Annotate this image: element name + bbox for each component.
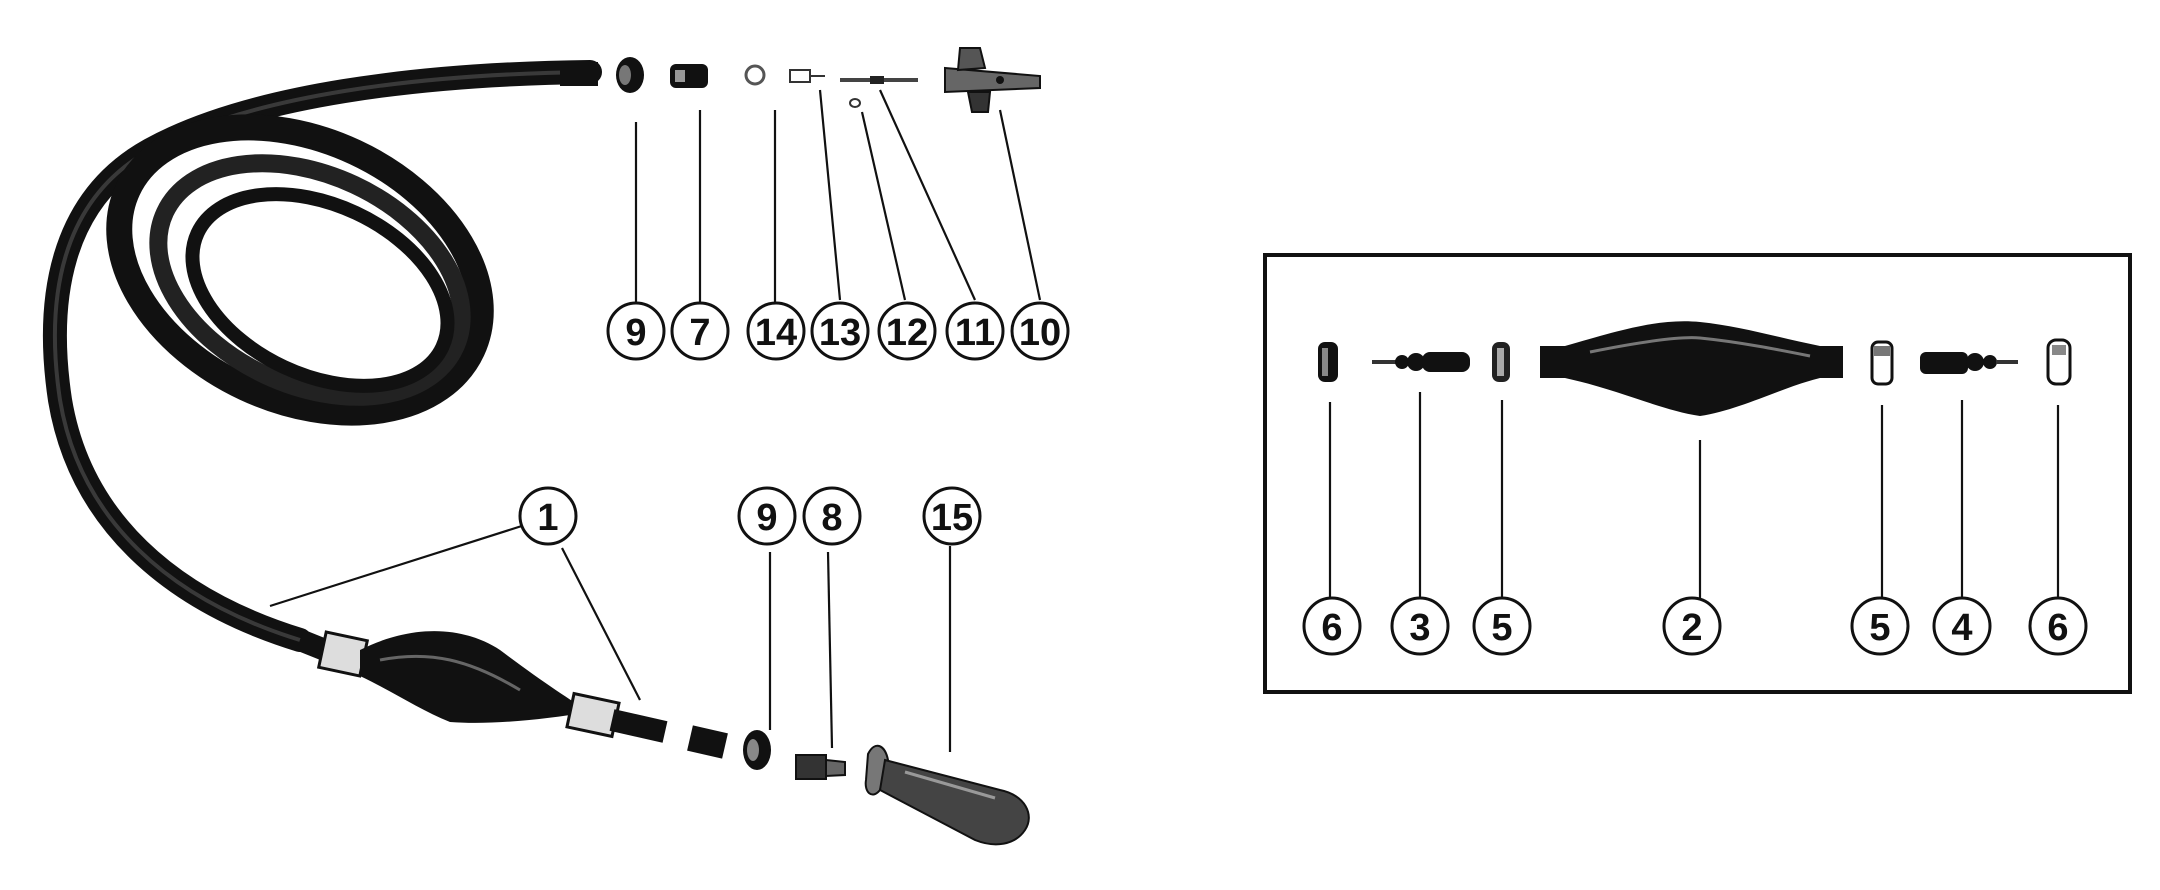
coiled-fuel-hose — [42, 60, 728, 759]
callout-10: 10 — [1010, 301, 1070, 361]
top-fitting-parts — [560, 47, 1041, 113]
callout-15: 15 — [922, 486, 982, 546]
svg-text:8: 8 — [821, 497, 842, 539]
callout-14: 14 — [746, 301, 806, 361]
inset-part-5-ring-left — [1492, 342, 1510, 382]
inset-callout-5-left: 5 — [1472, 596, 1532, 656]
inset-part-4-valve-right — [1920, 352, 2018, 374]
inset-part-2-bulb — [1540, 321, 1843, 416]
bottom-fitting-parts — [743, 730, 1030, 846]
inset-callout-6-right: 6 — [2028, 596, 2088, 656]
inset-callout-6-left: 6 — [1302, 596, 1362, 656]
inset-part-3-valve-left — [1372, 352, 1470, 372]
callout-13: 13 — [810, 301, 870, 361]
part-13-spring — [789, 69, 825, 83]
inset-callout-4: 4 — [1932, 596, 1992, 656]
svg-text:12: 12 — [886, 312, 928, 354]
inset-callout-3: 3 — [1390, 596, 1450, 656]
hose-leader-lines — [269, 522, 952, 752]
callout-9-top: 9 — [606, 301, 666, 361]
inset-callout-2: 2 — [1662, 596, 1722, 656]
svg-text:5: 5 — [1869, 607, 1890, 649]
callout-11: 11 — [945, 301, 1005, 361]
inset-part-5-ring-right — [1870, 340, 1894, 386]
callout-12: 12 — [877, 301, 937, 361]
part-12-o-ring — [849, 98, 861, 108]
svg-text:6: 6 — [2047, 607, 2068, 649]
svg-text:3: 3 — [1409, 607, 1430, 649]
svg-text:6: 6 — [1321, 607, 1342, 649]
inset-callout-5-right: 5 — [1850, 596, 1910, 656]
svg-text:5: 5 — [1491, 607, 1512, 649]
svg-text:7: 7 — [689, 312, 710, 354]
callout-9-bottom: 9 — [737, 486, 797, 546]
svg-text:13: 13 — [819, 312, 861, 354]
svg-text:4: 4 — [1951, 607, 1972, 649]
svg-text:9: 9 — [756, 497, 777, 539]
inset-part-6-cap-right — [2046, 338, 2072, 386]
svg-text:11: 11 — [955, 312, 995, 354]
inset-part-6-cap-left — [1318, 342, 1338, 382]
svg-text:10: 10 — [1019, 312, 1061, 354]
part-15-connector — [864, 744, 1030, 846]
svg-text:15: 15 — [931, 497, 973, 539]
callout-7: 7 — [670, 301, 730, 361]
part-14-ring — [744, 64, 766, 86]
callout-1: 1 — [518, 486, 578, 546]
part-10-connector — [944, 47, 1041, 113]
callout-8: 8 — [802, 486, 862, 546]
svg-text:9: 9 — [625, 312, 646, 354]
svg-text:14: 14 — [755, 312, 797, 354]
top-leader-lines — [634, 89, 1042, 305]
svg-text:1: 1 — [537, 497, 558, 539]
svg-text:2: 2 — [1681, 607, 1702, 649]
part-8-fitting — [795, 754, 846, 780]
